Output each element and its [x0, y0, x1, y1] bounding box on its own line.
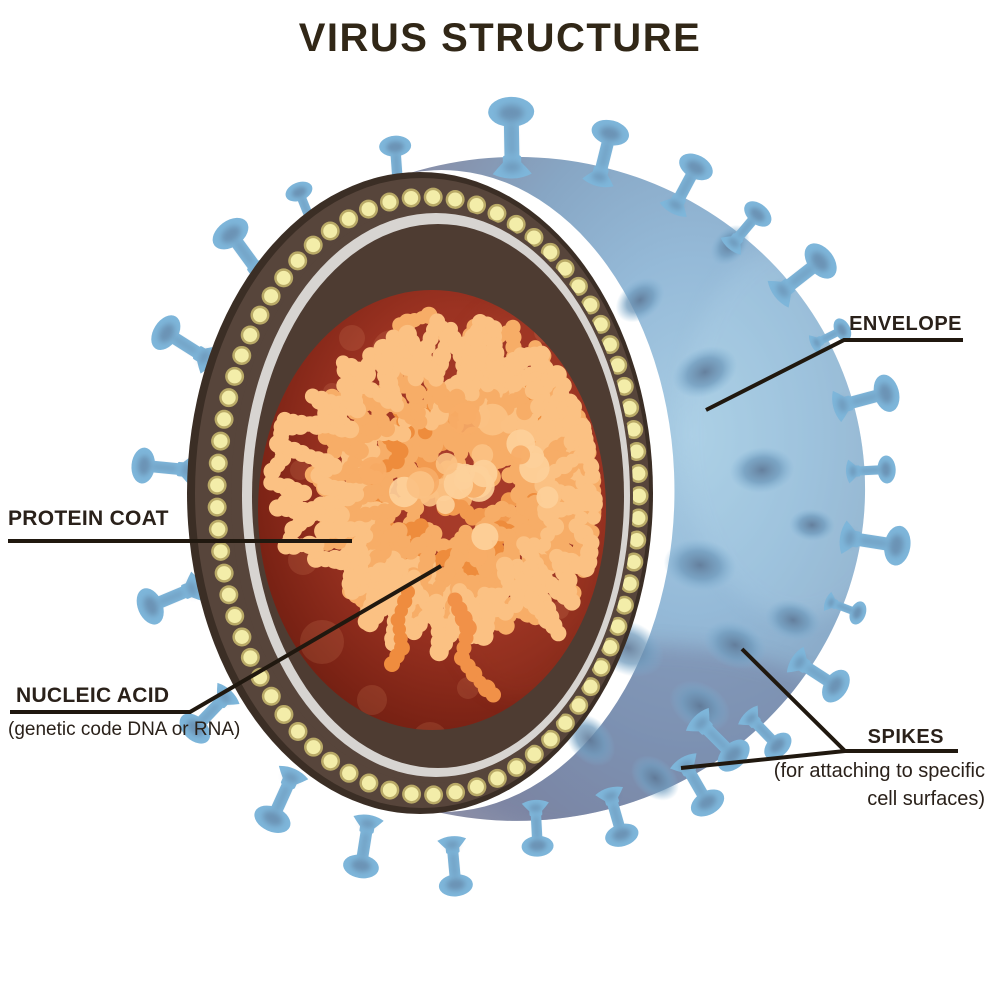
- spike: [720, 201, 772, 255]
- spike: [767, 243, 837, 308]
- spikes-label: SPIKES: [867, 726, 944, 748]
- spike: [669, 753, 725, 817]
- spike-bump: [630, 755, 680, 801]
- protein-bead-ring: [210, 190, 646, 802]
- spike-bump: [789, 508, 835, 542]
- spikes-right-group: [488, 96, 911, 857]
- spike: [582, 119, 629, 188]
- spikes-note: (for attaching to specific cell surfaces…: [725, 757, 985, 813]
- spikes-leader-line-lower: [680, 749, 846, 770]
- spikes-note-line2: cell surfaces): [867, 788, 985, 810]
- spike: [521, 799, 554, 857]
- spike: [786, 646, 850, 703]
- spike: [595, 786, 639, 847]
- spike-bump: [765, 599, 821, 641]
- nucleic-acid-tangle: [263, 306, 603, 703]
- spike-bump: [672, 346, 738, 398]
- core-details: [263, 300, 606, 730]
- spike: [136, 571, 204, 625]
- leader-lines: [8, 338, 963, 770]
- spike-bump: [663, 539, 737, 591]
- spike: [343, 814, 384, 879]
- spike: [179, 682, 240, 744]
- envelope-label: ENVELOPE: [849, 313, 962, 335]
- spike: [738, 705, 792, 760]
- spike: [808, 318, 852, 354]
- spike: [823, 591, 867, 625]
- spike: [131, 447, 196, 486]
- spike: [659, 153, 713, 217]
- protein-coat-label: PROTEIN COAT: [8, 507, 169, 530]
- nucleic-acid-note: (genetic code DNA or RNA): [8, 719, 241, 740]
- envelope-leader-line: [705, 338, 963, 412]
- spikes-note-line1: (for attaching to specific: [773, 760, 985, 782]
- page-title: VIRUS STRUCTURE: [298, 16, 702, 60]
- nucleic-acid-leader-line: [10, 564, 443, 714]
- spike-bump: [615, 277, 665, 323]
- spike: [839, 520, 911, 566]
- nucleic-acid-label: NUCLEIC ACID: [16, 684, 170, 707]
- spike: [845, 455, 896, 484]
- spike-bump: [729, 447, 795, 493]
- spike: [254, 765, 309, 833]
- cutaway-face: [187, 172, 653, 814]
- spike: [437, 836, 473, 897]
- spikes-left-group: [131, 135, 473, 897]
- spike: [488, 96, 535, 179]
- spike-bump: [669, 680, 731, 732]
- spike: [832, 374, 900, 423]
